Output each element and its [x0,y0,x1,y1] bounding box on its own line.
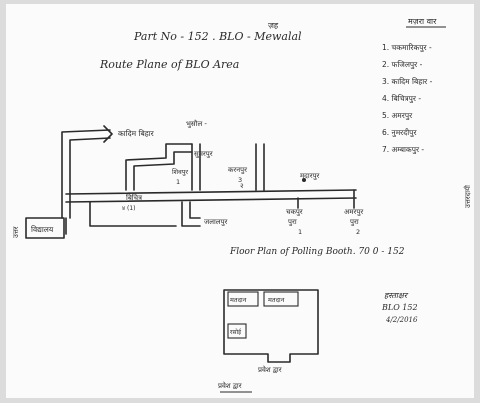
label-pura: पुरा [288,218,297,226]
road-main-top [65,189,357,195]
label-chakpur: चकपुर [286,208,303,216]
label-sumarpur: सुमरपुर [194,150,213,158]
legend-item-1: 1. चकमारिकपुर - [382,43,432,53]
north-label: उत्तर [12,226,20,238]
label-bicht-num: ४ (1) [122,205,136,212]
room-small [227,323,247,339]
legend-item-4: 4. बिचित्रपुर - [382,94,421,104]
road-lower-a [89,201,177,227]
side-note: उत्तरदायी [463,185,472,208]
signature-line2: BLO 152 [381,303,418,312]
road-jalalpur-b [189,201,201,219]
label-teen: 3 [238,176,242,184]
label-bhusaul: भुसौल - [186,119,207,128]
label-jalalpur: जलालपुर [204,218,227,226]
signature-block: हस्ताक्षर BLO 152 4/2/2016 [381,291,418,324]
legend-item-7: 7. अम्बाकपुर - [382,145,424,155]
room-left [227,291,259,307]
label-amar-num: 2 [356,228,360,236]
label-amarpur-sub: पुरा [350,218,359,226]
school-box [25,217,65,239]
label-kadimbihar: कादिम बिहार [118,129,155,138]
arrow-head [103,125,113,143]
legend-title: मज़रा वार [408,17,437,26]
label-amarpur: अमरपुर [344,208,363,216]
bottom-note: प्रवेश द्वार [218,381,242,390]
part-line: Part No - 152 . BLO - Mewalal [133,30,302,43]
entrance-label: प्रवेश द्वार [258,365,282,374]
hand-drawn-map: Part No - 152 . BLO - Mewalal ज़ह Route … [12,17,472,393]
legend-item-3: 3. कादिम बिहार - [382,77,433,86]
document-sheet: Part No - 152 . BLO - Mewalal ज़ह Route … [6,4,474,398]
signature-line1: हस्ताक्षर [384,291,409,300]
label-shiv-num: 1 [176,178,180,186]
floor-plan: मतदान मतदान रसोई प्रवेश द्वार [223,289,319,374]
floor-plan-title: Floor Plan of Polling Booth. 70 0 - 152 [229,247,405,257]
road-step-b [133,151,193,191]
floor-outline [223,289,319,363]
label-bicht: बिचित्र [126,193,142,202]
route-roads [61,125,357,235]
part-superscript: ज़ह [268,21,279,30]
route-plan-title: Route Plane of BLO Area [99,58,239,71]
room-right-label: मतदान [268,296,285,304]
label-chak-num: 1 [298,228,302,236]
road-step-a [125,143,193,191]
label-karanpur: करनपुर [228,166,247,174]
legend-item-6: 6. नुमरदीपुर [382,128,417,138]
road-jalalpur-a [181,201,201,227]
room-left-label: मतदान [230,296,247,304]
legend-item-5: 5. अमरपुर [382,111,413,121]
room-right [263,291,299,307]
road-main-bottom [65,197,357,203]
label-shiv: शिवपुर [172,168,188,176]
label-pura-num: २ [240,182,244,190]
room-small-label: रसोई [230,328,242,336]
signature-line3: 4/2/2016 [385,316,418,324]
legend-item-2: 2. फजिलपुर - [382,60,423,70]
school-label: विद्यालय [31,225,54,234]
road-left-loop-outer [61,129,111,219]
road-left-loop-inner [69,137,111,219]
label-madarpur: मदारपुर [300,172,320,180]
location-dot [302,178,306,182]
